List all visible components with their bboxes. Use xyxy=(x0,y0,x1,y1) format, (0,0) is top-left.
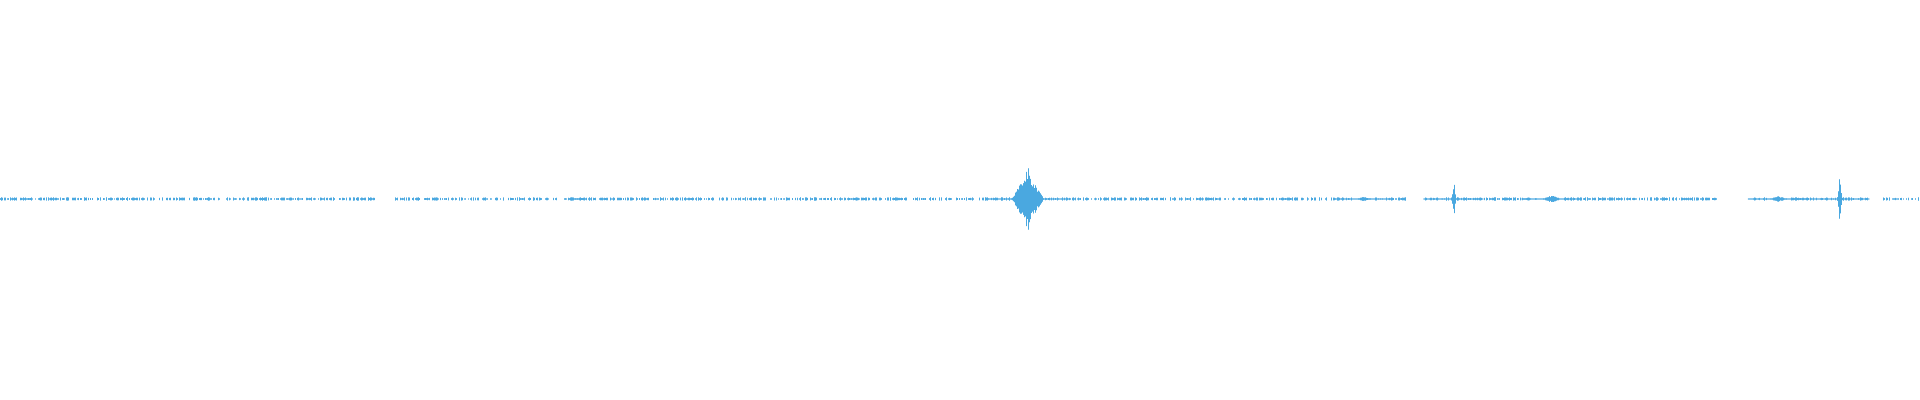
waveform-path xyxy=(0,168,1919,230)
waveform-trace xyxy=(0,168,1919,230)
